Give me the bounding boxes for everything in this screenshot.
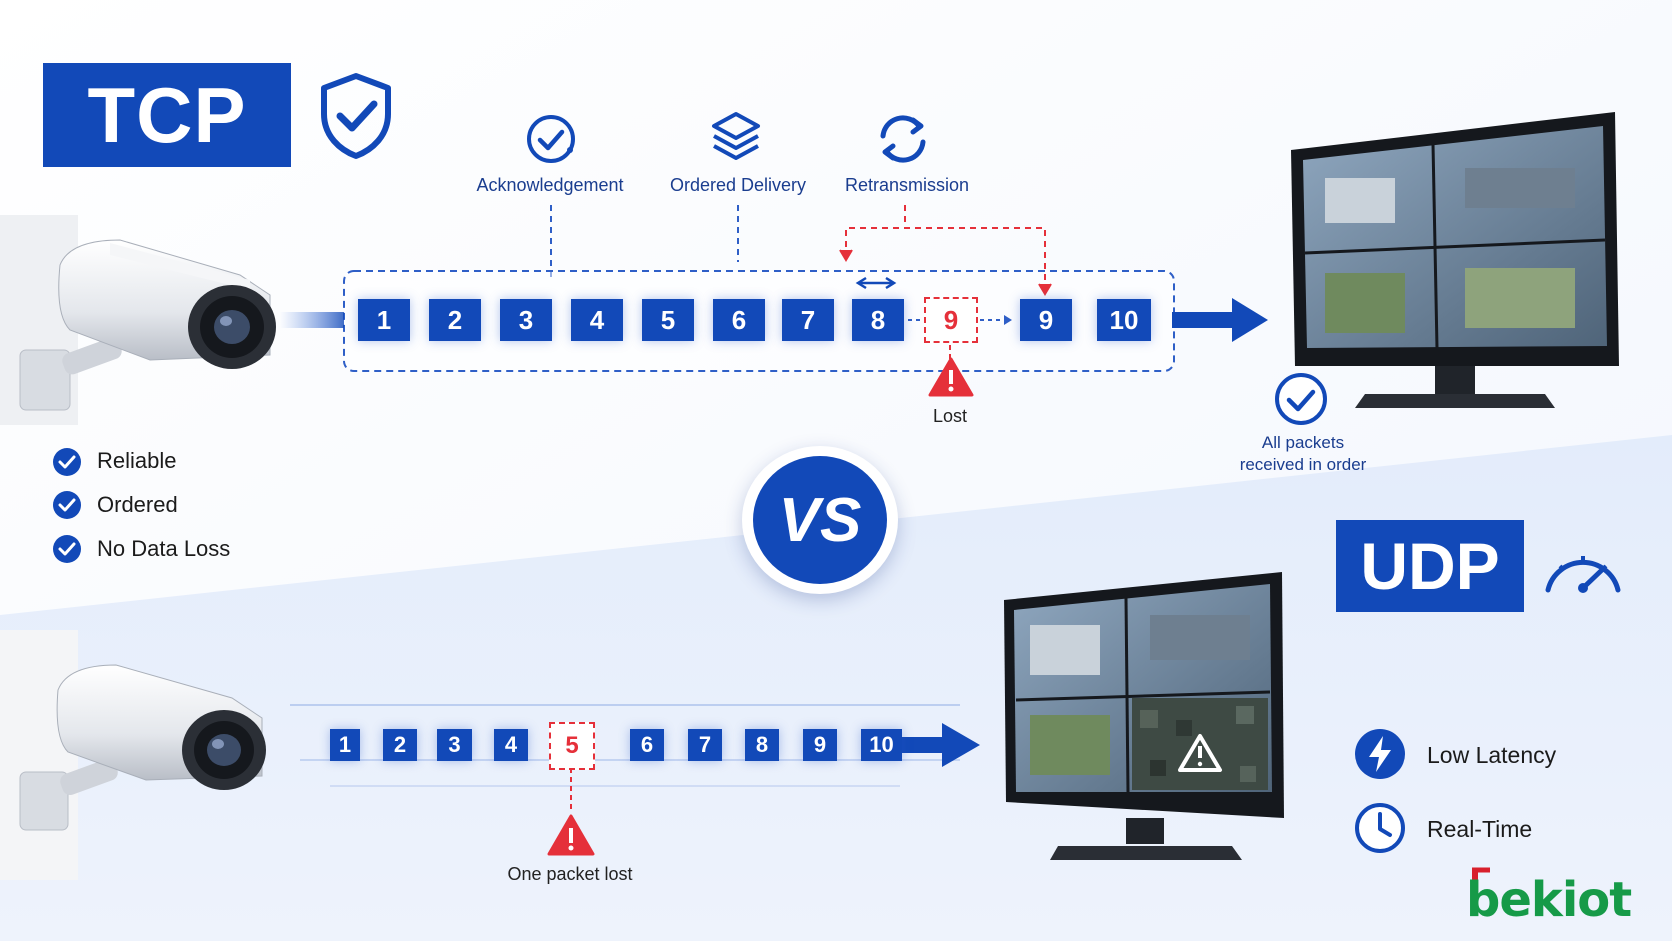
udp-packet: 6 bbox=[630, 729, 664, 761]
feature-label-retransmission: Retransmission bbox=[844, 175, 970, 195]
udp-lost-packet: 5 bbox=[549, 722, 595, 770]
tcp-lost-label: Lost bbox=[932, 406, 968, 426]
udp-property-latency: Low Latency bbox=[1427, 742, 1557, 768]
security-camera-icon bbox=[19, 239, 276, 411]
udp-packet: 4 bbox=[494, 729, 528, 761]
udp-packet: 2 bbox=[383, 729, 417, 761]
udp-packet: 7 bbox=[688, 729, 722, 761]
udp-lost-label: One packet lost bbox=[507, 864, 633, 884]
tcp-property-no-loss: No Data Loss bbox=[97, 536, 231, 561]
tcp-packet: 3 bbox=[500, 299, 552, 341]
udp-title-badge: UDP bbox=[1336, 520, 1524, 612]
tcp-packet: 7 bbox=[782, 299, 834, 341]
brand-name: bekiot bbox=[1466, 872, 1632, 928]
refresh-icon bbox=[880, 115, 926, 163]
tcp-lost-packet: 9 bbox=[924, 297, 978, 343]
udp-property-realtime: Real-Time bbox=[1427, 816, 1533, 842]
tcp-property-ordered: Ordered bbox=[97, 492, 178, 517]
clock-icon bbox=[1355, 803, 1405, 853]
tcp-packet: 5 bbox=[642, 299, 694, 341]
tcp-property-reliable: Reliable bbox=[97, 448, 177, 473]
udp-packet: 1 bbox=[330, 729, 360, 761]
check-circle-icon bbox=[53, 448, 81, 476]
tcp-packet: 4 bbox=[571, 299, 623, 341]
warning-icon bbox=[928, 357, 974, 397]
check-circle-icon bbox=[53, 535, 81, 563]
check-circle-icon bbox=[527, 115, 575, 163]
speedometer-icon bbox=[1545, 556, 1621, 593]
vs-label: VS bbox=[778, 485, 862, 555]
shield-check-icon bbox=[321, 73, 391, 159]
tcp-packet: 8 bbox=[852, 299, 904, 341]
warning-icon bbox=[547, 814, 595, 856]
udp-title: UDP bbox=[1360, 529, 1500, 603]
check-circle-icon bbox=[1275, 373, 1327, 425]
tcp-title-badge: TCP bbox=[43, 63, 291, 167]
tcp-packet: 6 bbox=[713, 299, 765, 341]
logo-mark bbox=[1472, 867, 1490, 890]
tcp-packet: 1 bbox=[358, 299, 410, 341]
check-circle-icon bbox=[53, 491, 81, 519]
udp-packet: 8 bbox=[745, 729, 779, 761]
lightning-icon bbox=[1355, 729, 1405, 779]
bekiot-logo: bekiot bbox=[1466, 867, 1662, 932]
feature-label-ordered: Ordered Delivery bbox=[669, 175, 807, 195]
udp-packet: 10 bbox=[861, 729, 902, 761]
tcp-title: TCP bbox=[87, 70, 247, 159]
tcp-result-line2: received in order bbox=[1239, 455, 1367, 474]
feature-label-ack: Acknowledgement bbox=[476, 175, 624, 195]
udp-packet: 9 bbox=[803, 729, 837, 761]
monitor-icon bbox=[1291, 112, 1619, 408]
tcp-packet: 2 bbox=[429, 299, 481, 341]
tcp-packet: 10 bbox=[1097, 299, 1151, 341]
tcp-result-line1: All packets bbox=[1261, 433, 1345, 452]
security-camera-icon bbox=[19, 664, 266, 831]
monitor-icon bbox=[1004, 572, 1284, 860]
udp-packet: 3 bbox=[437, 729, 472, 761]
vs-badge: VS bbox=[742, 446, 898, 594]
tcp-result-label: All packets received in order bbox=[1218, 432, 1388, 476]
layers-icon bbox=[712, 112, 760, 160]
tcp-retransmitted-packet: 9 bbox=[1020, 299, 1072, 341]
